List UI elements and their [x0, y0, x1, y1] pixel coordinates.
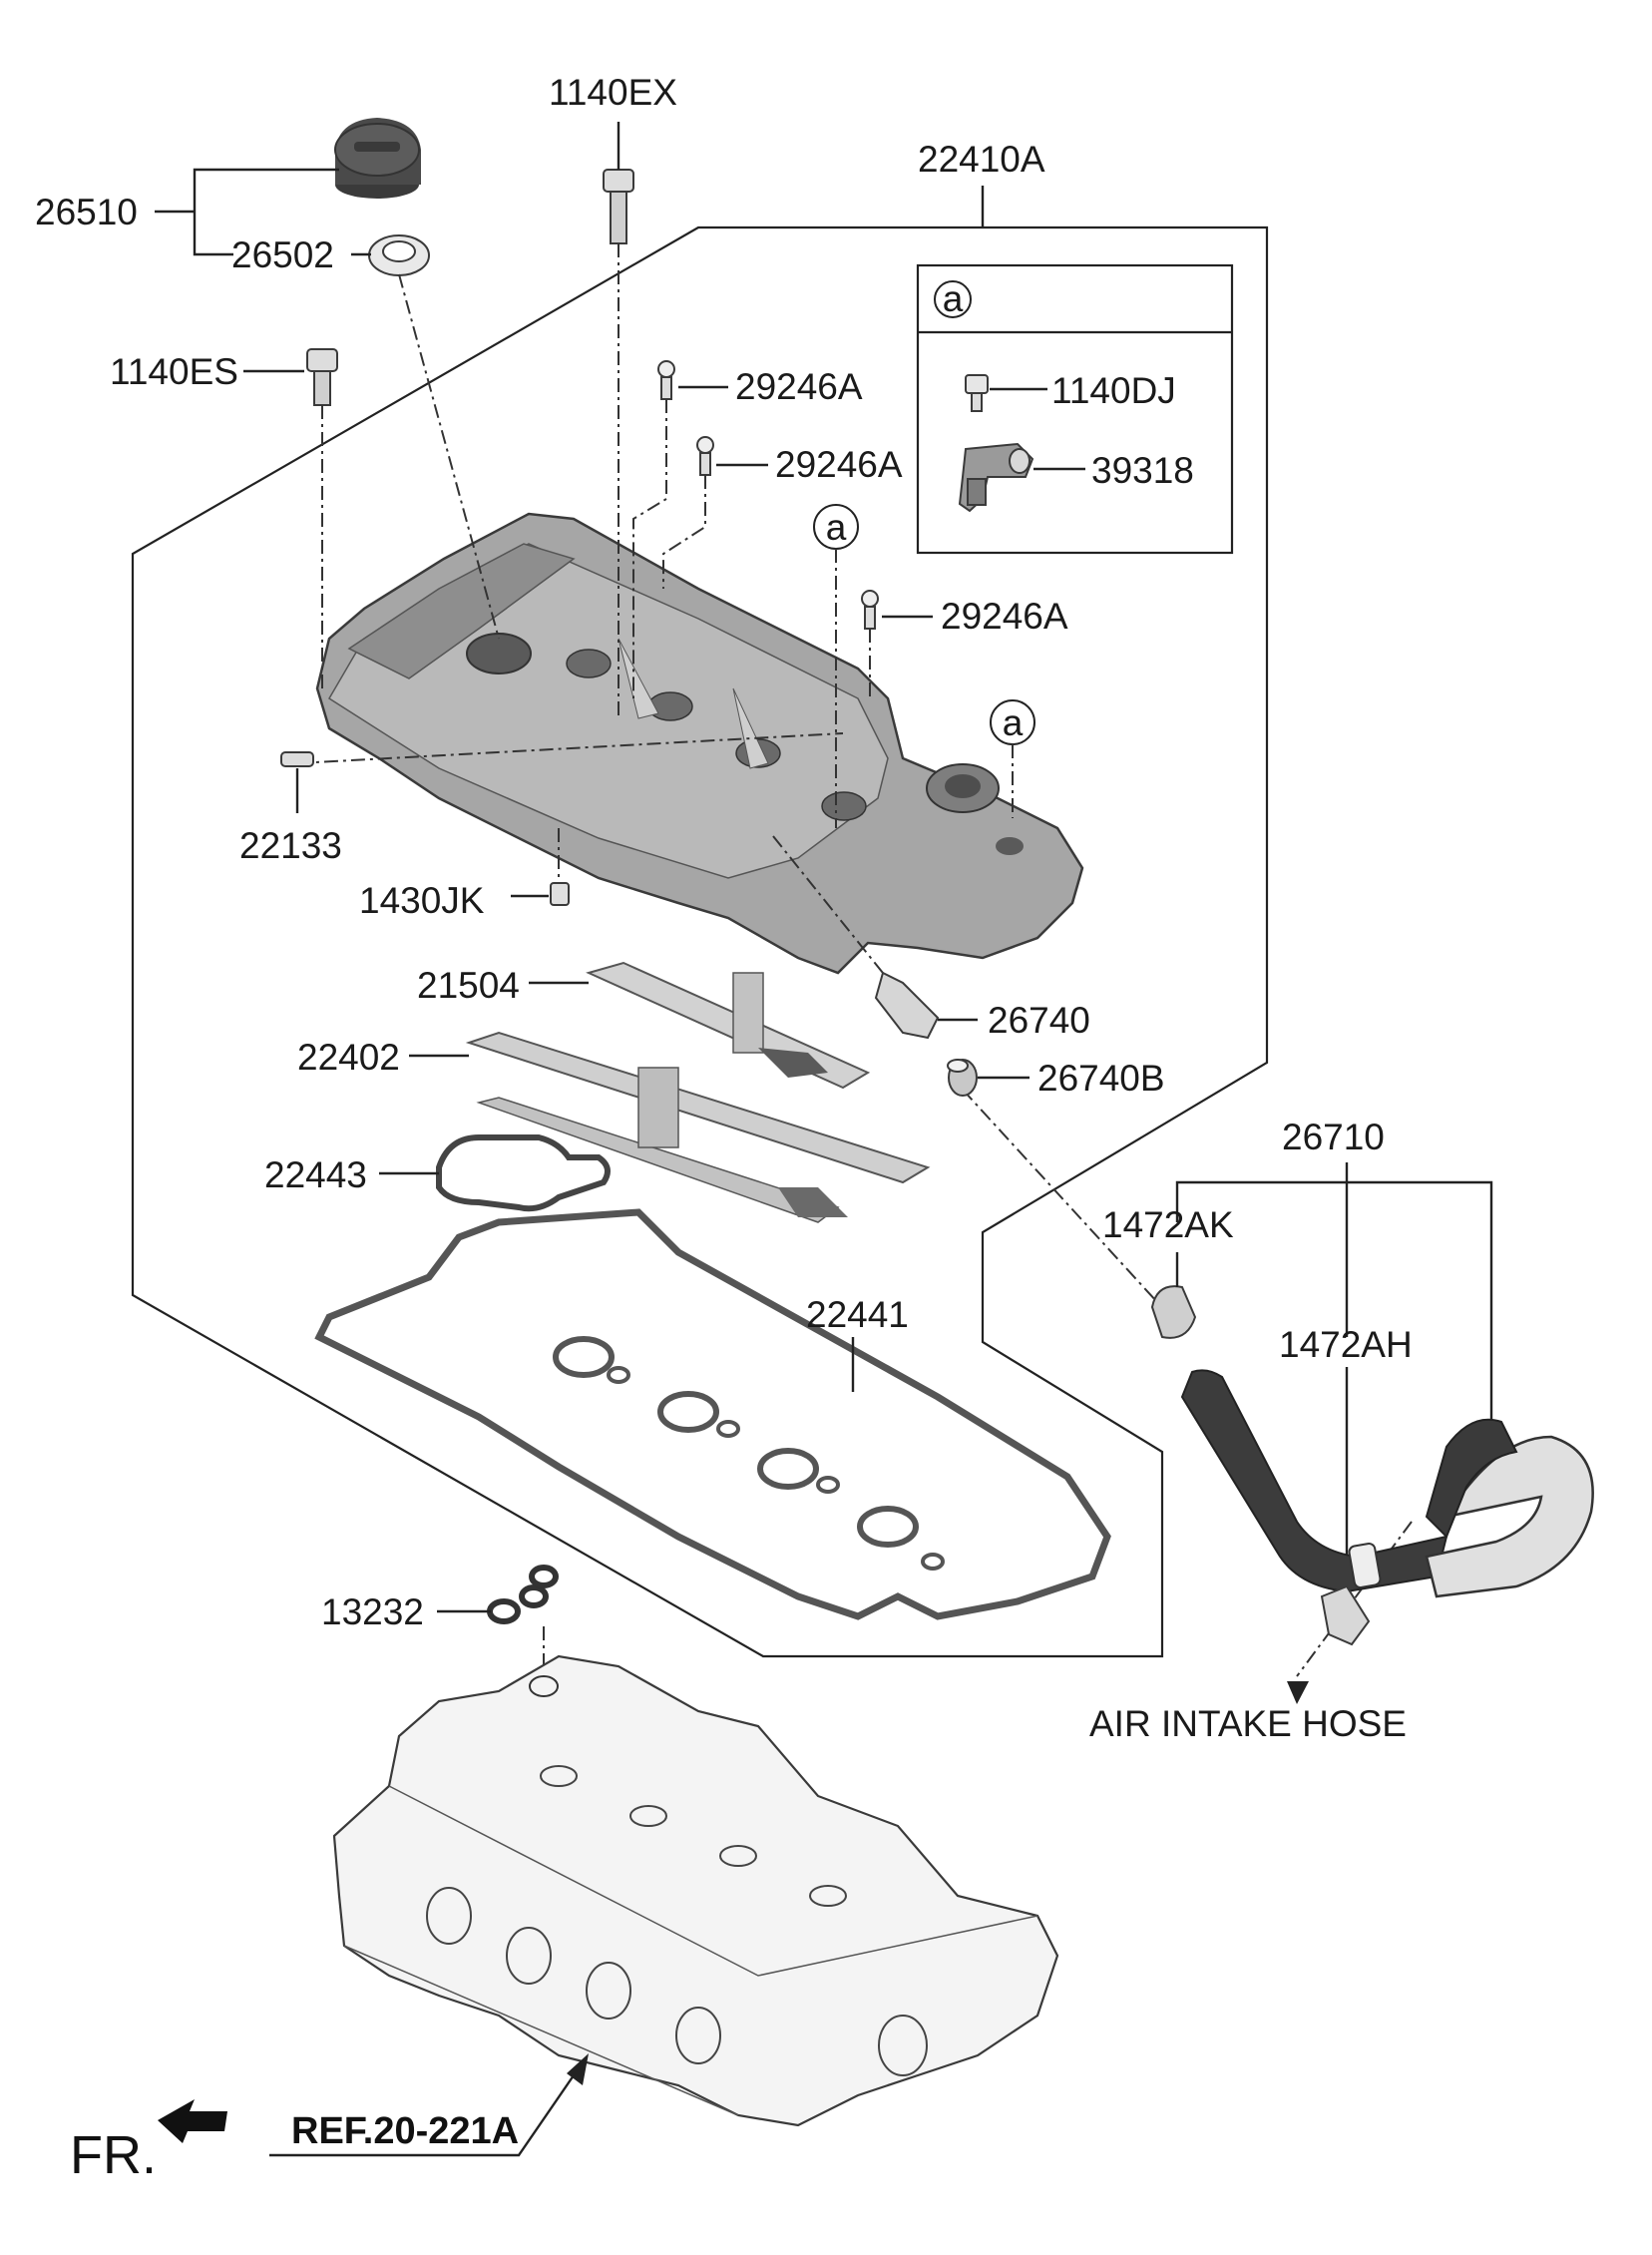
- cylinder-head-cover-icon: [315, 512, 1084, 975]
- clamp-1472AK-icon: [1150, 1285, 1197, 1339]
- plug-1430JK-icon: [550, 882, 570, 906]
- label-39318: 39318: [1091, 450, 1194, 491]
- label-26502: 26502: [231, 234, 334, 275]
- label-22441: 22441: [806, 1294, 909, 1335]
- label-air-intake-hose: AIR INTAKE HOSE: [1089, 1703, 1407, 1744]
- label-29246A: 29246A: [941, 596, 1068, 637]
- label-22410A: 22410A: [918, 139, 1045, 180]
- connector-1472AH-icon: [1320, 1584, 1371, 1646]
- label-21504: 21504: [417, 965, 520, 1006]
- label-13232: 13232: [321, 1591, 424, 1632]
- inset-box-a: a: [916, 263, 1234, 555]
- label-22443: 22443: [264, 1154, 367, 1195]
- label-ref: REF.20-221A: [291, 2110, 519, 2152]
- label-22402: 22402: [297, 1037, 400, 1078]
- label-26740B: 26740B: [1037, 1058, 1165, 1099]
- seal-26502-icon: [368, 234, 430, 276]
- bolt-1140EX-icon: [603, 169, 634, 244]
- callout-marker-a: a: [1003, 702, 1024, 743]
- label-26710: 26710: [1282, 1117, 1385, 1157]
- label-26510: 26510: [35, 192, 138, 232]
- label-1140EX: 1140EX: [549, 72, 677, 113]
- gasket-22443-icon: [436, 1134, 611, 1212]
- bolt-1140DJ-icon: [965, 374, 989, 412]
- oil-cap-26510-icon: [334, 118, 421, 199]
- stud-29246A-icon: [696, 436, 714, 476]
- label-29246A: 29246A: [735, 366, 863, 407]
- bolt-1140ES-icon: [306, 348, 338, 406]
- label-1472AH: 1472AH: [1279, 1324, 1413, 1365]
- stud-29246A-icon: [861, 590, 879, 630]
- grommet-26740B-icon: [947, 1059, 978, 1097]
- label-26740: 26740: [988, 1000, 1090, 1041]
- inset-marker-a: a: [943, 278, 964, 319]
- gasket-22441-icon: [314, 1208, 1111, 1620]
- cylinder-head-ref-icon: [332, 1654, 1059, 2127]
- sensor-39318-icon: [958, 442, 1034, 513]
- oring-13232-icon: [487, 1565, 559, 1624]
- label-22133: 22133: [239, 825, 342, 866]
- arrow-down-icon: [1287, 1681, 1309, 1704]
- front-arrow-icon: [158, 2099, 227, 2143]
- baffle-plate-21504-icon: [586, 961, 871, 1090]
- ref-arrow-icon: [567, 2053, 589, 2085]
- callout-marker-a: a: [826, 507, 847, 548]
- label-1430JK: 1430JK: [359, 880, 485, 921]
- assembly-frame-22410A: [131, 226, 1269, 1658]
- label-1140ES: 1140ES: [110, 351, 238, 392]
- gasket-22402-icon: [465, 1031, 931, 1223]
- stud-29246A-icon: [657, 360, 675, 400]
- label-front: FR.: [70, 2125, 157, 2185]
- pcv-valve-26740-icon: [874, 971, 940, 1040]
- dowel-22133-icon: [280, 751, 314, 767]
- label-29246A: 29246A: [775, 444, 903, 485]
- label-1140DJ: 1140DJ: [1051, 370, 1176, 411]
- breather-hose-26710-icon: [1180, 1369, 1594, 1598]
- label-1472AK: 1472AK: [1102, 1204, 1234, 1245]
